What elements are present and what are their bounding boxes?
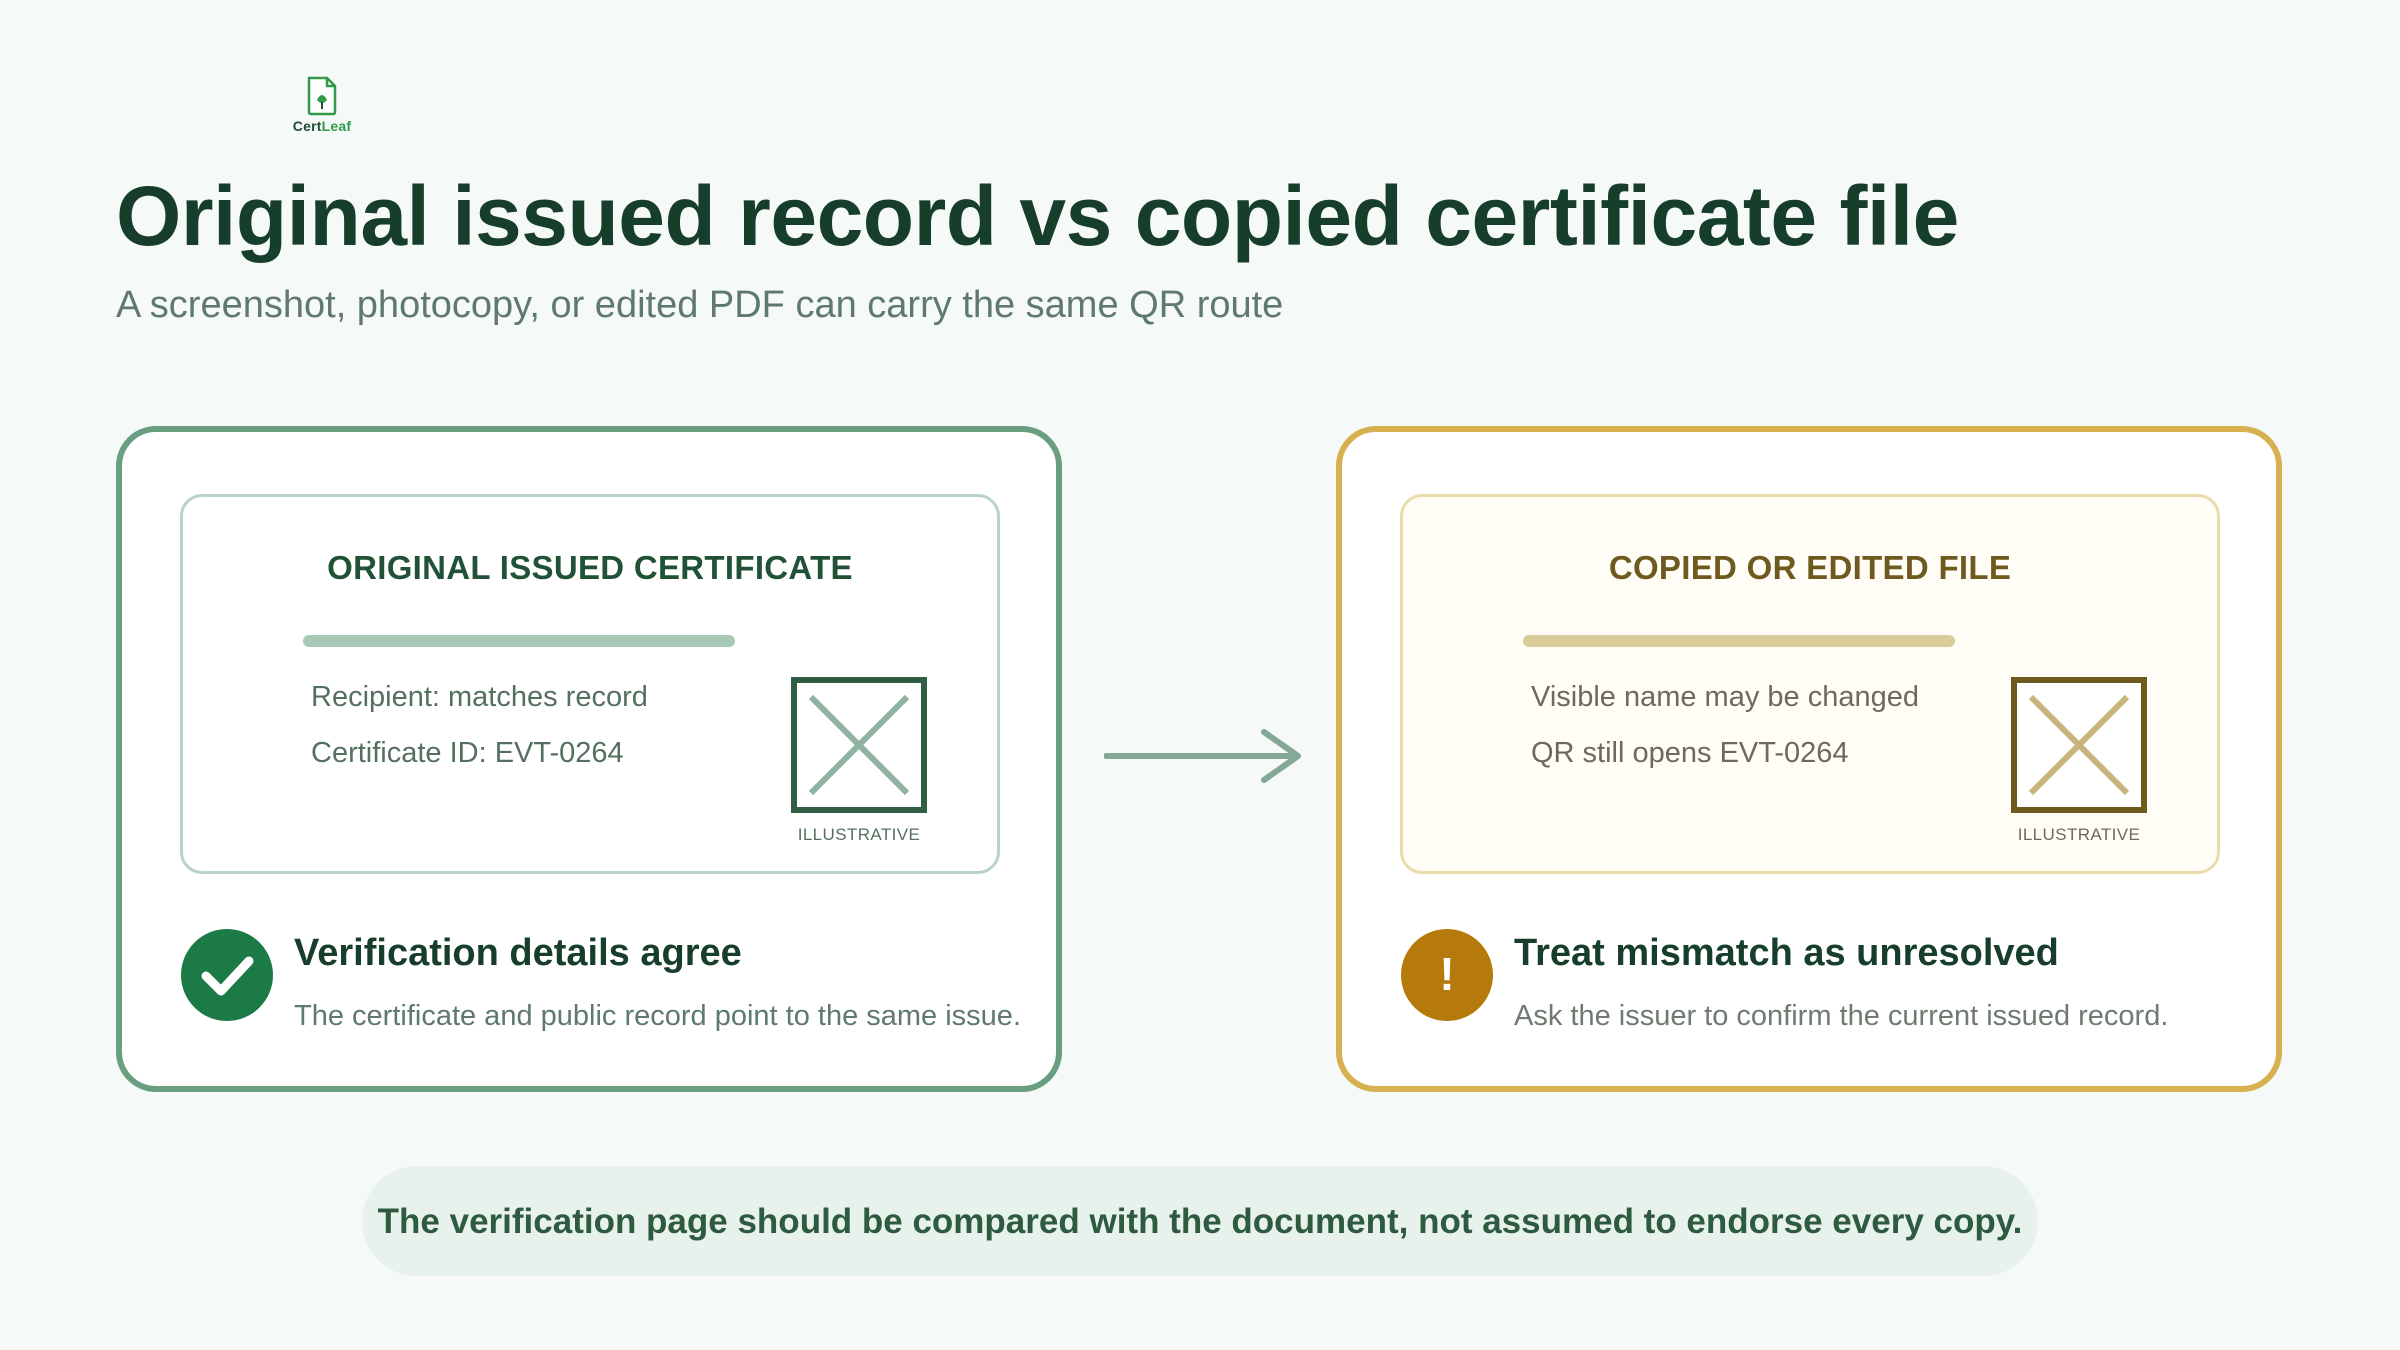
footer-note: The verification page should be compared…: [362, 1166, 2038, 1276]
logo-wordmark: CertLeaf: [288, 118, 356, 134]
original-qr-caption: ILLUSTRATIVE: [797, 825, 921, 844]
certleaf-logo: CertLeaf: [288, 76, 356, 134]
copy-status-title: Treat mismatch as unresolved: [1514, 932, 2059, 974]
logo-prefix: Cert: [292, 118, 322, 134]
warning-circle-icon: !: [1401, 929, 1493, 1021]
original-certificate-card: ORIGINAL ISSUED CERTIFICATE Recipient: m…: [180, 494, 1000, 874]
original-panel: ORIGINAL ISSUED CERTIFICATE Recipient: m…: [116, 426, 1062, 1092]
document-leaf-icon: [307, 76, 337, 116]
copy-qr-caption: ILLUSTRATIVE: [2017, 825, 2141, 844]
copied-file-card: COPIED OR EDITED FILE Visible name may b…: [1400, 494, 2220, 874]
original-status-description: The certificate and public record point …: [294, 1000, 1021, 1032]
original-card-bar: [303, 635, 735, 647]
qr-placeholder-icon: [2011, 677, 2147, 813]
logo-suffix: Leaf: [321, 118, 352, 134]
copy-card-title: COPIED OR EDITED FILE: [1608, 549, 2012, 586]
check-circle-icon: [181, 929, 273, 1021]
footer-text: The verification page should be compared…: [377, 1202, 2023, 1241]
original-card-title: ORIGINAL ISSUED CERTIFICATE: [327, 549, 853, 586]
warning-symbol: !: [1439, 948, 1454, 1000]
original-recipient-line: Recipient: matches record: [311, 681, 648, 713]
page-subtitle: A screenshot, photocopy, or edited PDF c…: [116, 284, 1284, 326]
page-title: Original issued record vs copied certifi…: [116, 169, 1959, 263]
copy-status-description: Ask the issuer to confirm the current is…: [1514, 1000, 2169, 1032]
qr-placeholder-icon: [791, 677, 927, 813]
original-certificate-id-line: Certificate ID: EVT-0264: [311, 737, 624, 769]
copy-card-bar: [1523, 635, 1955, 647]
original-status-title: Verification details agree: [294, 932, 742, 974]
copy-panel: COPIED OR EDITED FILE Visible name may b…: [1336, 426, 2282, 1092]
copy-name-line: Visible name may be changed: [1531, 681, 1919, 713]
copy-qr-line: QR still opens EVT-0264: [1531, 737, 1849, 769]
arrow-right-icon: [1104, 729, 1301, 783]
